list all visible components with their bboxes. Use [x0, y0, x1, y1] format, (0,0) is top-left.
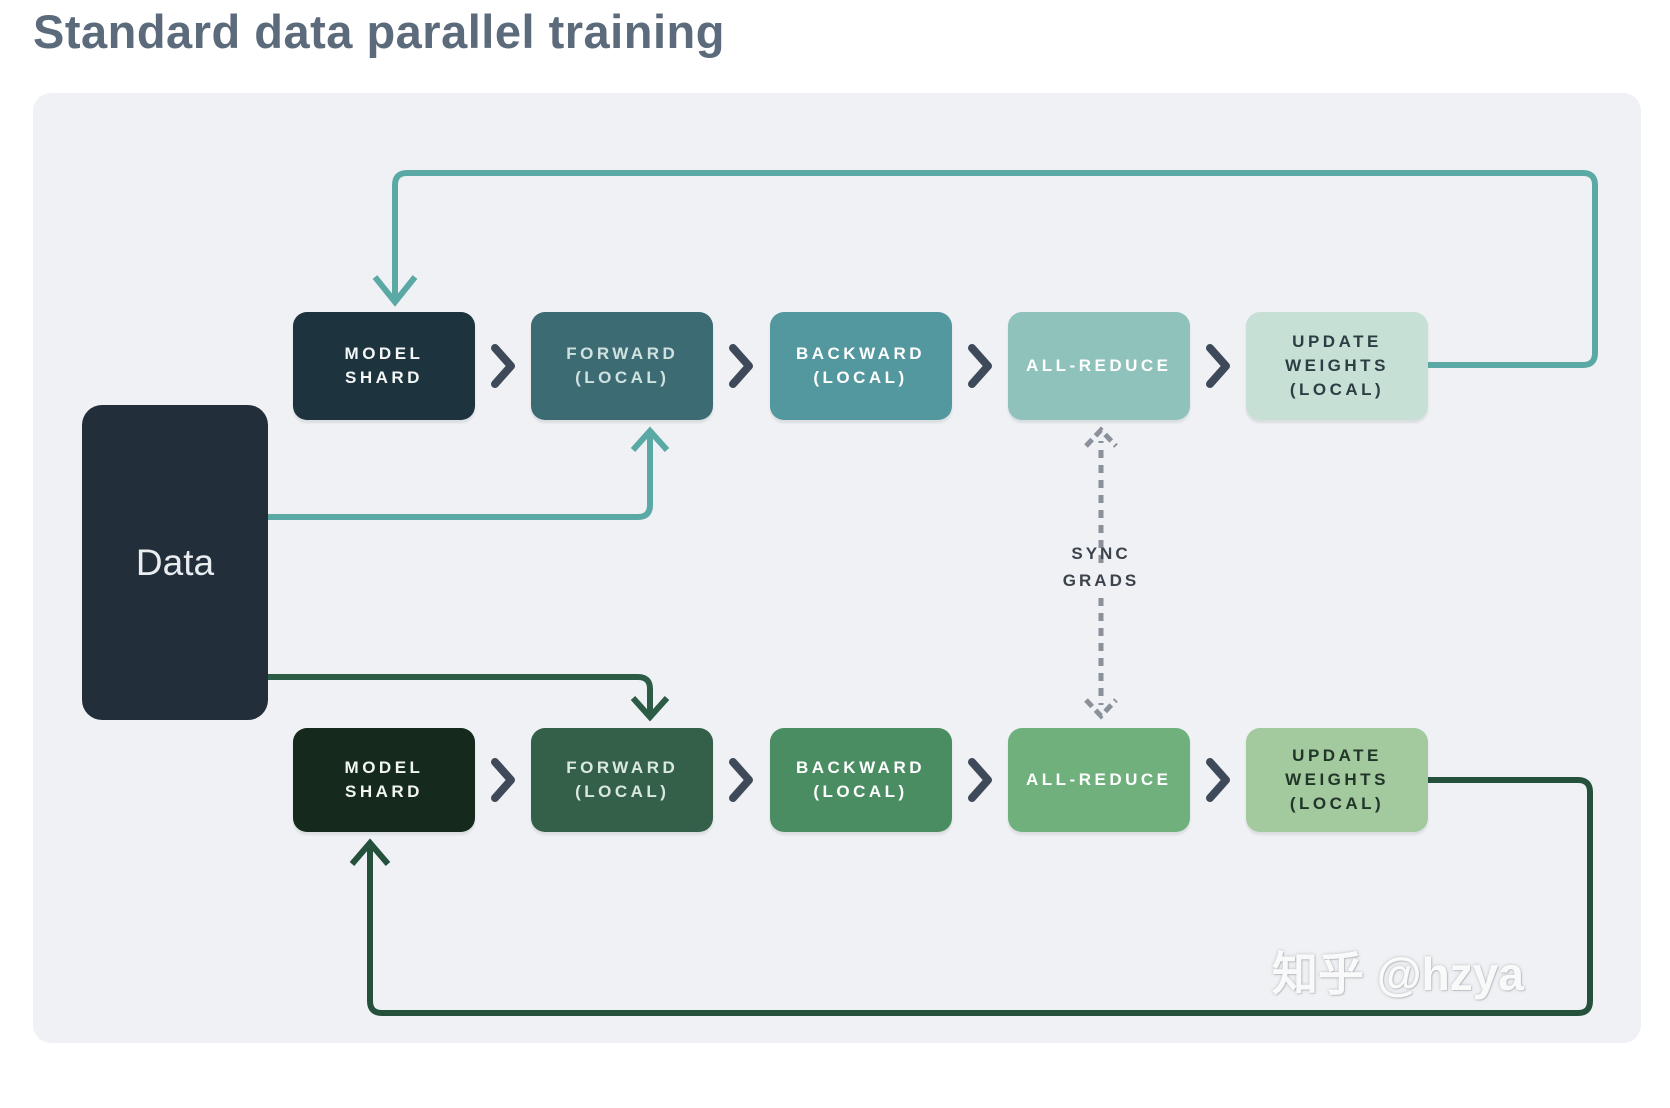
stage-label-line: MODEL	[344, 344, 424, 364]
stage-box-update-weights-bottom: UPDATE WEIGHTS (LOCAL)	[1246, 728, 1428, 832]
stage-label-line: UPDATE	[1292, 332, 1382, 352]
stage-label-line: (LOCAL)	[1289, 379, 1385, 399]
stage-label-line: BACKWARD	[795, 344, 926, 364]
pipeline-row-top: MODEL SHARD FORWARD (LOCAL) BACKWARD (LO…	[293, 312, 1428, 420]
chevron-right-icon	[967, 758, 992, 802]
sync-grads-up-arrow	[1084, 426, 1118, 563]
pipeline-row-bottom: MODEL SHARD FORWARD (LOCAL) BACKWARD (LO…	[293, 728, 1428, 832]
stage-box-all-reduce-top: ALL-REDUCE	[1007, 312, 1190, 420]
bottom-feedback-arrow	[349, 777, 1593, 1016]
stage-label-line: (LOCAL)	[813, 782, 908, 801]
stage-label-line: ALL-REDUCE	[1026, 770, 1172, 790]
stage-label-line: (LOCAL)	[575, 782, 670, 801]
stage-label-line: (LOCAL)	[575, 368, 670, 387]
stage-label-line: FORWARD	[566, 344, 679, 364]
stage-label-line: WEIGHTS	[1285, 770, 1389, 790]
stage-label-line: (LOCAL)	[813, 368, 908, 387]
stage-label-line: WEIGHTS	[1285, 356, 1389, 376]
sync-grads-down-arrow	[1084, 598, 1118, 720]
stage-box-all-reduce-bottom: ALL-REDUCE	[1007, 728, 1190, 832]
chevron-right-icon	[967, 344, 992, 388]
sync-grads-line2: GRADS	[1062, 571, 1140, 591]
stage-box-model-shard-top: MODEL SHARD	[293, 312, 475, 420]
stage-box-model-shard-bottom: MODEL SHARD	[293, 728, 475, 832]
stage-label-line: SHARD	[345, 782, 423, 801]
top-feedback-arrow	[372, 170, 1598, 368]
data-to-top-forward-arrow	[268, 426, 670, 520]
stage-label-line: UPDATE	[1292, 746, 1382, 766]
stage-box-forward-top: FORWARD (LOCAL)	[531, 312, 714, 420]
sync-grads-label: SYNC GRADS	[1026, 540, 1176, 594]
chevron-right-icon	[491, 758, 516, 802]
chevron-right-icon	[729, 758, 754, 802]
stage-label-line: MODEL	[344, 758, 424, 778]
stage-label-line: (LOCAL)	[1289, 793, 1385, 813]
stage-box-forward-bottom: FORWARD (LOCAL)	[531, 728, 714, 832]
chevron-right-icon	[1205, 758, 1230, 802]
connector-lines	[268, 170, 1598, 1016]
stage-box-backward-top: BACKWARD (LOCAL)	[769, 312, 952, 420]
stage-label-line: BACKWARD	[795, 758, 926, 778]
stage-label-line: FORWARD	[566, 758, 679, 778]
stage-label-line: SHARD	[345, 368, 423, 387]
diagram-panel: Data MODEL SHARD FORWARD (LOCAL) BACKWAR…	[33, 93, 1641, 1043]
data-to-bottom-forward-arrow	[268, 674, 670, 722]
chevron-right-icon	[1205, 344, 1230, 388]
stage-box-update-weights-top: UPDATE WEIGHTS (LOCAL)	[1246, 312, 1428, 420]
sync-grads-line1: SYNC	[1071, 544, 1131, 563]
data-source-box: Data	[82, 405, 268, 720]
stage-box-backward-bottom: BACKWARD (LOCAL)	[769, 728, 952, 832]
page-title: Standard data parallel training	[33, 5, 725, 58]
chevron-right-icon	[729, 344, 754, 388]
stage-label-line: ALL-REDUCE	[1026, 356, 1172, 376]
data-source-label: Data	[135, 541, 215, 583]
watermark: 知乎 @hzya	[1272, 948, 1524, 1000]
chevron-right-icon	[491, 344, 516, 388]
